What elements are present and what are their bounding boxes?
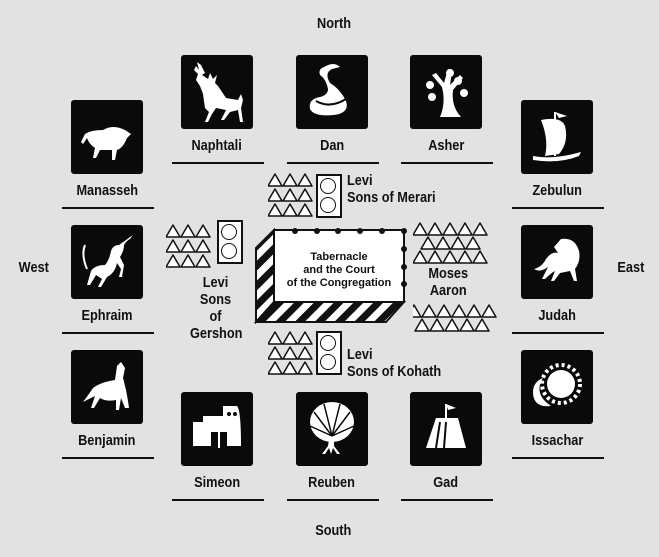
mandrake-icon <box>296 392 368 466</box>
tribe-zebulun: Zebulun <box>492 100 622 209</box>
camp-triangles <box>268 173 313 217</box>
tribe-asher: Asher <box>381 55 511 164</box>
tribe-label: Gad <box>433 474 459 491</box>
deer-icon <box>181 55 253 129</box>
tribe-label: Ephraim <box>81 307 133 324</box>
tribe-ephraim: Ephraim <box>42 225 172 334</box>
tribe-gad: Gad <box>381 392 511 501</box>
tribe-manasseh: Manasseh <box>42 100 172 209</box>
tribe-label: Manasseh <box>76 182 138 199</box>
lampstand-icon <box>217 220 243 264</box>
tabernacle-court <box>253 227 407 324</box>
tabernacle-label: Tabernacle and the Court of the Congrega… <box>286 251 392 289</box>
tribe-label: Dan <box>319 137 345 154</box>
camp-triangles <box>166 224 211 268</box>
moses-aaron-label: Moses Aaron <box>428 265 469 299</box>
divider <box>62 207 154 209</box>
tribe-benjamin: Benjamin <box>42 350 172 459</box>
tree-icon <box>410 55 482 129</box>
direction-north: North <box>317 15 351 32</box>
direction-south: South <box>315 522 352 539</box>
lion-icon <box>521 225 593 299</box>
camp-triangles <box>413 222 497 332</box>
direction-west: West <box>18 259 49 276</box>
city-gate-icon <box>181 392 253 466</box>
tribe-label: Asher <box>427 137 465 154</box>
divider <box>401 162 493 164</box>
divider <box>512 457 604 459</box>
wolf-icon <box>71 350 143 424</box>
tribe-label: Issachar <box>531 432 583 449</box>
levi-merari-label: Levi Sons of Merari <box>347 172 436 206</box>
divider <box>172 162 264 164</box>
unicorn-icon <box>71 225 143 299</box>
ship-icon <box>521 100 593 174</box>
tribe-dan: Dan <box>267 55 397 164</box>
divider <box>62 332 154 334</box>
tribe-simeon: Simeon <box>152 392 282 501</box>
tribe-naphtali: Naphtali <box>152 55 282 164</box>
divider <box>287 162 379 164</box>
tribe-label: Zebulun <box>532 182 582 199</box>
tribe-judah: Judah <box>492 225 622 334</box>
serpent-icon <box>296 55 368 129</box>
lampstand-icon <box>316 331 342 375</box>
tribe-label: Simeon <box>193 474 241 491</box>
divider <box>172 499 264 501</box>
lampstand-icon <box>316 174 342 218</box>
tribe-label: Reuben <box>308 474 356 491</box>
levi-gershon-label: Levi Sons of Gershon <box>190 274 243 342</box>
camp-triangles <box>268 331 313 375</box>
divider <box>287 499 379 501</box>
tent-icon <box>410 392 482 466</box>
tribe-label: Judah <box>538 307 576 324</box>
tribe-label: Benjamin <box>78 432 136 449</box>
divider <box>512 207 604 209</box>
divider <box>512 332 604 334</box>
sun-moon-icon <box>521 350 593 424</box>
tribe-label: Naphtali <box>191 137 243 154</box>
divider <box>62 457 154 459</box>
levi-kohath-label: Levi Sons of Kohath <box>347 346 442 380</box>
tribe-reuben: Reuben <box>267 392 397 501</box>
direction-east: East <box>617 259 645 276</box>
ox-icon <box>71 100 143 174</box>
divider <box>401 499 493 501</box>
tribe-issachar: Issachar <box>492 350 622 459</box>
